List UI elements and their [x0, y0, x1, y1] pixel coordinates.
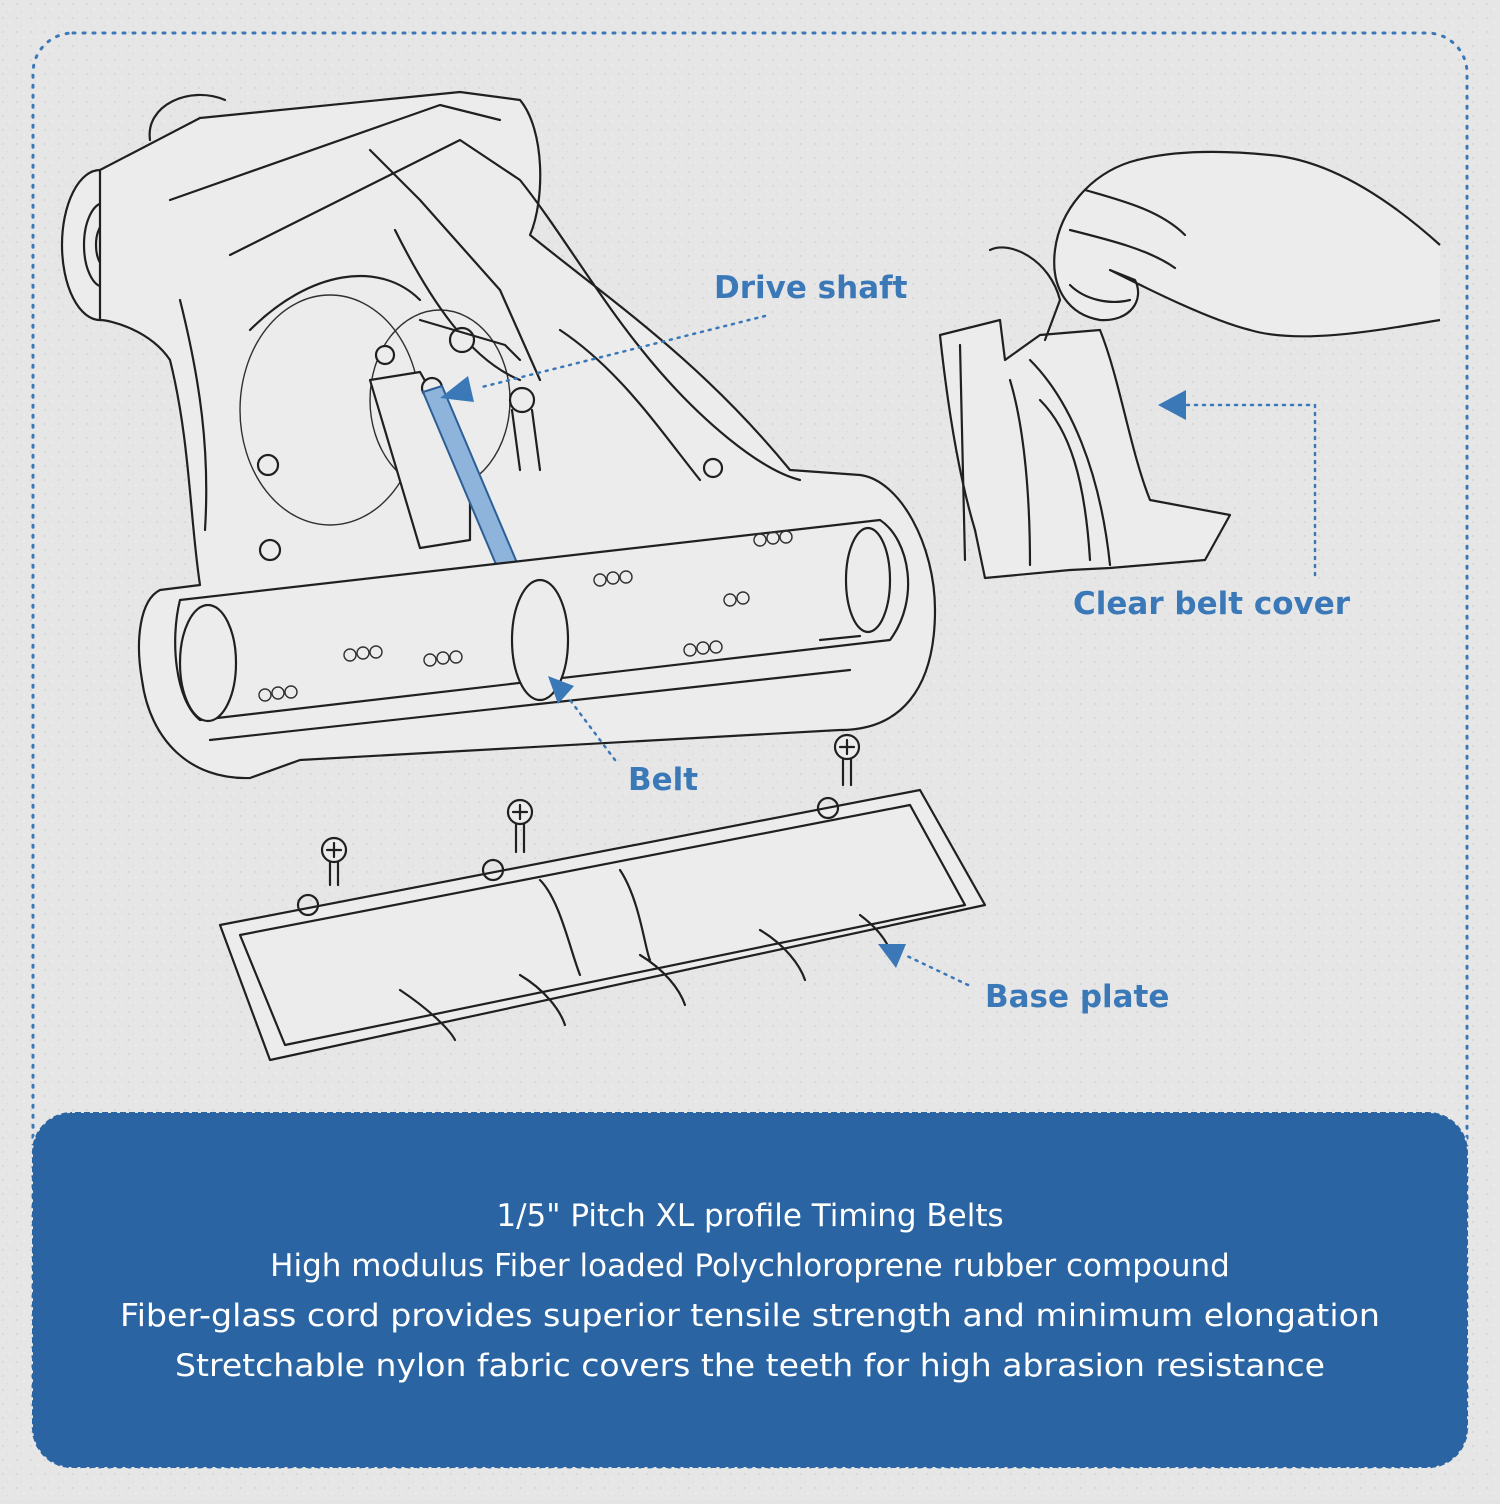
spec-panel-background — [32, 1112, 1468, 1468]
spec-panel: 1/5" Pitch XL profile Timing Belts High … — [31, 1111, 1469, 1469]
base-plate-illustration — [218, 733, 987, 1062]
clear-belt-cover-arrow-icon — [1158, 390, 1186, 420]
callout-base-plate: Base plate — [985, 979, 1169, 1015]
callout-belt: Belt — [628, 762, 698, 798]
callout-drive-shaft: Drive shaft — [714, 270, 908, 306]
screw-2 — [506, 798, 534, 854]
belt-arrow-icon — [548, 676, 574, 704]
spec-line-3: Fiber-glass cord provides superior tensi… — [120, 1298, 1380, 1334]
vacuum-head-illustration — [60, 90, 937, 780]
base-plate-leader — [903, 953, 970, 987]
spec-line-2: High modulus Fiber loaded Polychloropren… — [270, 1248, 1230, 1284]
base-plate-arrow-icon — [878, 944, 906, 968]
callout-leaders — [440, 314, 1317, 987]
spec-line-1: 1/5" Pitch XL profile Timing Belts — [496, 1198, 1003, 1234]
callout-clear-belt-cover: Clear belt cover — [1073, 586, 1351, 622]
screw-3 — [833, 733, 861, 787]
belt-cover-illustration — [938, 150, 1441, 580]
drive-shaft-leader — [476, 314, 767, 390]
clear-belt-cover-leader — [1183, 403, 1317, 577]
screw-1 — [320, 836, 348, 887]
spec-panel-dotted-edge — [31, 1111, 1469, 1469]
spec-line-4: Stretchable nylon fabric covers the teet… — [175, 1348, 1325, 1384]
drive-shaft-arrow-icon — [440, 376, 474, 402]
